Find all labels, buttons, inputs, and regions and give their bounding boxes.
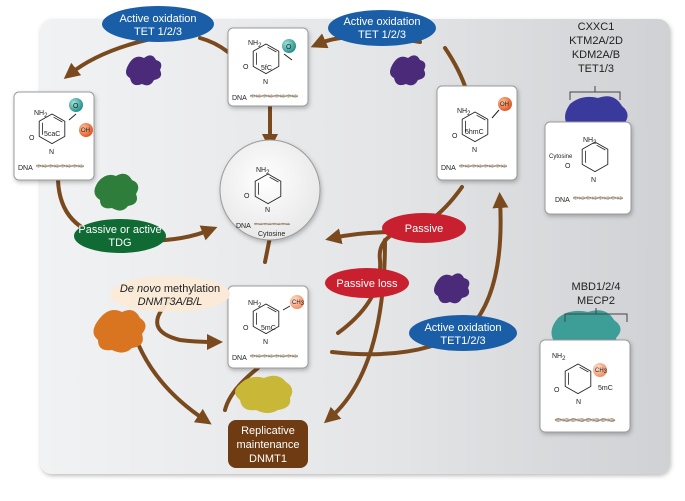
svg-text:Active oxidation: Active oxidation [119, 13, 196, 25]
svg-text:N: N [263, 339, 268, 346]
svg-text:NH2: NH2 [34, 110, 48, 119]
svg-text:De novo methylation: De novo methylation [120, 283, 220, 295]
reader-5mc-label: 5mC [598, 385, 613, 392]
molecule-5fc: NH2 O 5fC N O DNA [227, 27, 309, 107]
svg-text:N: N [263, 79, 268, 86]
reader-bracket-bottom [564, 308, 628, 322]
svg-text:Passive loss: Passive loss [336, 278, 398, 290]
label-active-oxidation-bottom-right: Active oxidation TET1/2/3 [409, 315, 517, 351]
tet-protein-top-right [390, 55, 426, 86]
svg-text:DNMT1: DNMT1 [249, 453, 287, 465]
arrow-cyt-down [263, 235, 272, 264]
cytosine-label: Cytosine [258, 231, 285, 238]
svg-text:O: O [243, 325, 249, 332]
reader-bracket-top [569, 86, 621, 100]
svg-text:O: O [286, 44, 292, 51]
svg-text:DNA: DNA [441, 165, 456, 172]
tet-protein-top-left [126, 55, 162, 86]
label-passive-loss: Passive loss [325, 268, 409, 298]
svg-text:O: O [565, 163, 571, 170]
label-replicative-maintenance: Replicative maintenance DNMT1 [228, 420, 308, 468]
label-de-novo-methylation: De novo methylation DNMT3A/B/L [110, 276, 230, 312]
svg-text:TET 1/2/3: TET 1/2/3 [358, 29, 406, 41]
arrow-denovo-to-5mc [155, 298, 223, 350]
svg-text:DNA: DNA [232, 355, 247, 362]
molecule-5mc: NH2 O 5mC N CH3 DNA [227, 285, 309, 369]
svg-text:N: N [265, 207, 270, 214]
svg-text:KTM2A/2D: KTM2A/2D [569, 35, 623, 47]
svg-text:Replicative: Replicative [241, 425, 295, 437]
svg-text:MBD1/2/4: MBD1/2/4 [572, 281, 621, 293]
reader-labels-bottom: MBD1/2/4 MECP2 [572, 281, 621, 307]
svg-text:Passive or active: Passive or active [78, 224, 161, 236]
svg-text:NH2: NH2 [583, 137, 597, 146]
molecule-5mc-label: 5mC [261, 325, 276, 332]
svg-text:DNA: DNA [236, 223, 251, 230]
tet-protein-bottom-right [434, 273, 470, 304]
svg-text:DNMT3A/B/L: DNMT3A/B/L [138, 296, 203, 308]
tdg-protein [94, 173, 139, 211]
svg-text:N: N [576, 399, 581, 406]
label-passive: Passive [382, 213, 466, 243]
svg-text:O: O [73, 103, 79, 110]
svg-text:N: N [49, 149, 54, 156]
molecule-cytosine: NH2 O N DNA Cytosine [219, 139, 321, 241]
svg-text:N: N [591, 177, 596, 184]
molecule-5cac: NH2 O 5caC N O OH DNA [13, 91, 95, 181]
svg-text:NH2: NH2 [248, 40, 262, 49]
svg-text:TDG: TDG [108, 237, 131, 249]
svg-text:CH3: CH3 [595, 368, 608, 375]
molecule-5cac-label: 5caC [44, 131, 60, 138]
svg-text:DNA: DNA [232, 95, 247, 102]
svg-text:O: O [554, 387, 560, 394]
svg-text:NH2: NH2 [457, 108, 471, 117]
svg-text:Passive: Passive [405, 223, 444, 235]
svg-text:CH3: CH3 [292, 300, 305, 307]
svg-text:NH2: NH2 [256, 167, 270, 176]
molecule-5hmc: NH2 O 5hmC N OH DNA [436, 85, 518, 181]
svg-text:N: N [472, 147, 477, 154]
svg-text:OH: OH [81, 128, 90, 134]
reader-cytosine-box: NH2 O Cytosine N DNA [544, 121, 632, 215]
svg-text:O: O [244, 193, 250, 200]
svg-text:TET1/2/3: TET1/2/3 [440, 335, 485, 347]
dnmt1-protein [235, 375, 293, 413]
molecule-5fc-label: 5fC [261, 65, 272, 72]
svg-text:O: O [243, 64, 249, 71]
svg-text:TET 1/2/3: TET 1/2/3 [134, 26, 182, 38]
molecule-5hmc-label: 5hmC [465, 129, 484, 136]
svg-text:OH: OH [500, 102, 509, 108]
svg-text:NH2: NH2 [552, 353, 566, 362]
svg-text:O: O [29, 135, 35, 142]
svg-text:MECP2: MECP2 [577, 295, 615, 307]
arrow-5fc-link [198, 36, 230, 54]
svg-text:TET1/3: TET1/3 [578, 63, 614, 75]
label-active-oxidation-top-left: Active oxidation TET 1/2/3 [102, 6, 214, 42]
svg-text:Active oxidation: Active oxidation [343, 16, 420, 28]
svg-text:DNA: DNA [18, 165, 33, 172]
svg-text:Active oxidation: Active oxidation [424, 322, 501, 334]
label-passive-or-active-tdg: Passive or active TDG [74, 219, 166, 253]
svg-text:maintenance: maintenance [237, 439, 300, 451]
dnmt3-protein [93, 310, 146, 353]
reader-cytosine-label: Cytosine [549, 154, 573, 160]
reader-labels-top: CXXC1 KTM2A/2D KDM2A/B TET1/3 [569, 21, 623, 75]
svg-text:KDM2A/B: KDM2A/B [572, 49, 620, 61]
label-active-oxidation-top-right: Active oxidation TET 1/2/3 [328, 10, 436, 46]
reader-5mc-box: NH2 O N CH3 5mC [539, 339, 631, 433]
svg-text:DNA: DNA [555, 197, 570, 204]
svg-text:O: O [452, 133, 458, 140]
svg-text:CXXC1: CXXC1 [578, 21, 615, 33]
svg-text:NH2: NH2 [248, 300, 262, 309]
